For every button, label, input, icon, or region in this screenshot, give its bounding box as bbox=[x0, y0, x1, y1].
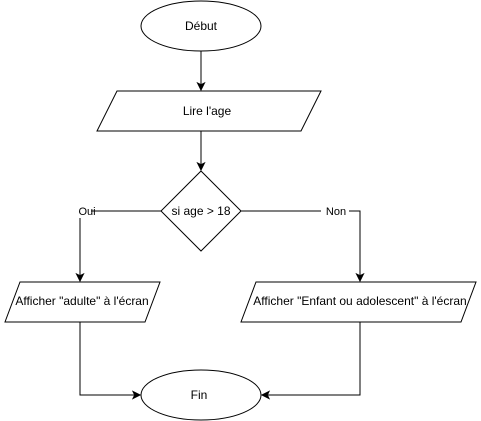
edge-start-to-read bbox=[196, 51, 206, 92]
node-decision-label: si age > 18 bbox=[171, 204, 230, 218]
edge-child-to-end bbox=[260, 322, 361, 400]
node-decision: si age > 18 bbox=[160, 170, 242, 252]
node-show-adult: Afficher "adulte" à l'écran bbox=[4, 281, 161, 323]
edge-decision-no bbox=[241, 210, 365, 283]
edge-read-to-decision bbox=[196, 131, 206, 172]
node-end-label: Fin bbox=[191, 388, 208, 402]
node-show-child: Afficher "Enfant ou adolescent" à l'écra… bbox=[240, 281, 477, 323]
edge-decision-yes bbox=[75, 210, 161, 283]
node-start-label: Début bbox=[185, 19, 218, 33]
node-read-age: Lire l'age bbox=[96, 90, 322, 132]
edge-label-bg-no bbox=[321, 204, 349, 218]
edge-label-yes: Oui bbox=[78, 206, 95, 218]
edge-label-bg-yes bbox=[71, 204, 91, 218]
edge-adult-to-end bbox=[79, 322, 142, 400]
node-end: Fin bbox=[140, 369, 262, 421]
node-show-child-label: Afficher "Enfant ou adolescent" à l'écra… bbox=[253, 294, 466, 308]
edge-label-no: Non bbox=[326, 206, 346, 218]
node-show-adult-label: Afficher "adulte" à l'écran bbox=[15, 294, 148, 308]
node-start: Début bbox=[140, 0, 262, 52]
node-read-age-label: Lire l'age bbox=[183, 104, 232, 118]
